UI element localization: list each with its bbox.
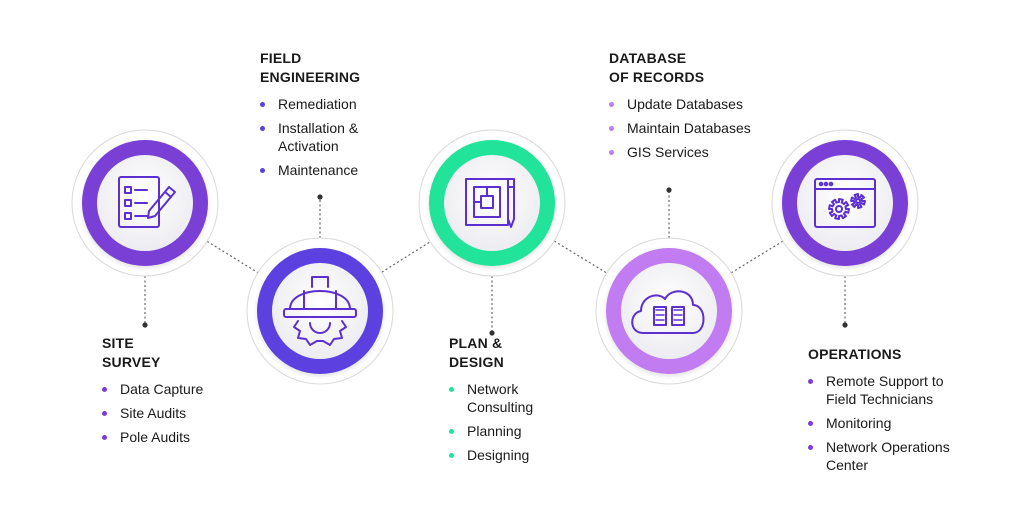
list-item: Update Databases	[609, 95, 751, 113]
stem-dot	[317, 194, 323, 200]
checklist-pencil-icon	[118, 176, 176, 228]
field-engineering-block: FIELD ENGINEERING Remediation Installati…	[260, 49, 360, 185]
browser-gears-icon	[814, 178, 876, 228]
plan-design-title: PLAN & DESIGN	[449, 335, 504, 370]
site-survey-list: Data Capture Site Audits Pole Audits	[102, 380, 203, 446]
hard-hat-gear-icon	[283, 276, 357, 346]
operations-title: OPERATIONS	[808, 346, 902, 362]
field-engineering-title: FIELD ENGINEERING	[260, 50, 361, 85]
field-engineering-list: Remediation Installation &Activation Mai…	[260, 95, 360, 179]
field-engineering-node	[246, 237, 394, 385]
stem-dot	[489, 330, 495, 336]
connector-line	[206, 240, 259, 274]
stem-dot	[666, 187, 672, 193]
list-item: Monitoring	[808, 414, 950, 432]
list-item: Pole Audits	[102, 428, 203, 446]
list-item: GIS Services	[609, 143, 751, 161]
blueprint-pencil-icon	[465, 178, 515, 228]
database-of-records-title: DATABASE OF RECORDS	[609, 50, 705, 85]
stage-nodes	[71, 129, 919, 385]
database-of-records-list: Update Databases Maintain Databases GIS …	[609, 95, 751, 161]
site-survey-node	[71, 129, 219, 277]
operations-node	[771, 129, 919, 277]
connector-line	[554, 240, 607, 274]
list-item: Planning	[449, 422, 533, 440]
inner-disc	[621, 263, 717, 359]
connector-line	[730, 240, 784, 274]
list-item: Remediation	[260, 95, 360, 113]
list-item: Maintenance	[260, 161, 360, 179]
list-item: Site Audits	[102, 404, 203, 422]
gear-icon	[828, 198, 850, 220]
stem-dot	[842, 322, 848, 328]
database-of-records-node	[595, 237, 743, 385]
database-of-records-block: DATABASE OF RECORDS Update Databases Mai…	[609, 49, 751, 167]
site-survey-block: SITE SURVEY Data Capture Site Audits Pol…	[102, 334, 203, 452]
list-item: Maintain Databases	[609, 119, 751, 137]
site-survey-title: SITE SURVEY	[102, 335, 161, 370]
list-item: Installation &Activation	[260, 119, 360, 155]
list-item: Designing	[449, 446, 533, 464]
stem-dot	[142, 322, 148, 328]
list-item: Data Capture	[102, 380, 203, 398]
cloud-documents-icon	[631, 290, 705, 334]
inner-disc	[272, 263, 368, 359]
gear-icon	[850, 193, 866, 209]
plan-design-node	[418, 129, 566, 277]
connector-line	[381, 241, 431, 273]
connector-lines	[142, 187, 848, 336]
